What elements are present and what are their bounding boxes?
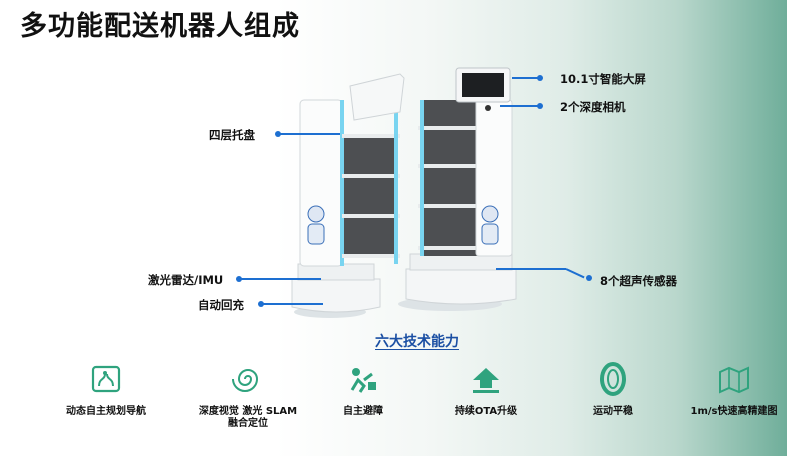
feature-label: 运动平稳	[593, 406, 633, 417]
feature-ota: 持续OTA升级	[431, 362, 541, 418]
feature-label: 1m/s快速高精建图	[690, 406, 778, 417]
callout-charging-line	[261, 303, 323, 305]
callout-trays-label: 四层托盘	[209, 128, 255, 142]
feature-navigation: 动态自主规划导航	[51, 362, 161, 418]
callout-ultrasonic-line-bend	[565, 268, 585, 279]
page-title: 多功能配送机器人组成	[20, 11, 300, 42]
spiral-slam-icon	[232, 369, 259, 392]
feature-label: 动态自主规划导航	[66, 406, 146, 417]
map-route-icon	[91, 365, 121, 393]
callout-charging-label: 自动回充	[198, 298, 244, 312]
callout-ultrasonic-line	[496, 268, 566, 270]
callout-screen-dot	[537, 75, 543, 81]
upload-arrow-icon	[473, 368, 499, 393]
feature-stable: 运动平稳	[558, 362, 668, 418]
right-robot	[398, 67, 517, 311]
feature-label: 自主避障	[343, 406, 383, 417]
obstacle-avoid-icon	[350, 368, 376, 393]
tire-icon	[600, 362, 626, 396]
left-robot	[291, 73, 405, 318]
callout-cameras-label: 2个深度相机	[560, 100, 626, 114]
callout-trays-line	[278, 133, 340, 135]
callout-cameras-line	[500, 105, 540, 107]
feature-label: 深度视觉 激光 SLAM 融合定位	[198, 406, 298, 429]
feature-slam: 深度视觉 激光 SLAM 融合定位	[193, 362, 303, 430]
callout-ultrasonic-dot	[586, 275, 592, 281]
feature-label: 持续OTA升级	[454, 406, 518, 417]
callout-ultrasonic-label: 8个超声传感器	[600, 274, 678, 288]
robot-illustration	[291, 67, 517, 318]
feature-mapping: 1m/s快速高精建图	[681, 362, 787, 418]
feature-obstacle: 自主避障	[308, 362, 418, 418]
callout-lidar-line	[239, 278, 321, 280]
section-title: 六大技术能力	[375, 334, 459, 350]
callout-screen-line	[512, 77, 540, 79]
callout-screen-label: 10.1寸智能大屏	[560, 72, 646, 86]
callout-cameras-dot	[537, 103, 543, 109]
map-build-icon	[719, 366, 749, 394]
callout-lidar-label: 激光雷达/IMU	[148, 273, 224, 287]
